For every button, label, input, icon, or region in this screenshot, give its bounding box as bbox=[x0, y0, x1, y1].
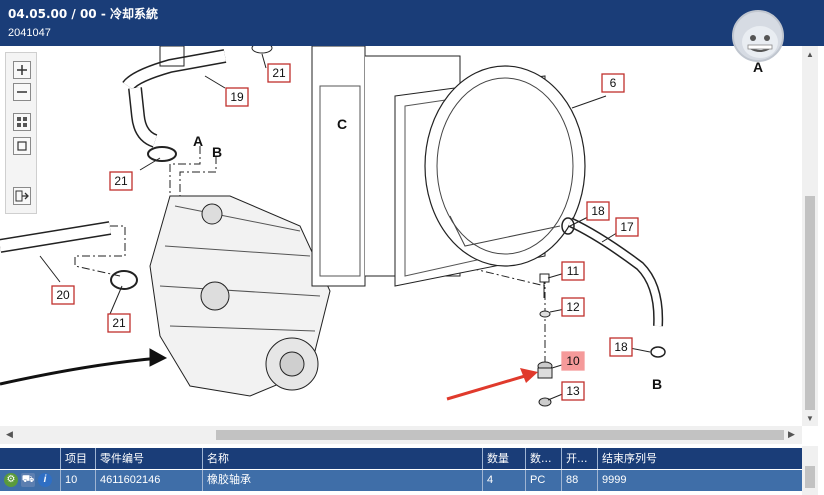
highlight-arrow bbox=[446, 368, 538, 401]
gear-icon[interactable]: ⚙ bbox=[4, 473, 18, 487]
callout-label: 21 bbox=[272, 66, 286, 80]
horizontal-scrollbar[interactable]: ◀ ▶ bbox=[0, 426, 802, 444]
info-icon[interactable]: i bbox=[38, 473, 52, 487]
drawing-letter-b: B bbox=[212, 144, 222, 160]
callout-label: 18 bbox=[614, 340, 628, 354]
col-header-part-number[interactable]: 零件编号 bbox=[95, 448, 202, 469]
cell-unit: PC bbox=[525, 470, 561, 491]
export-button[interactable] bbox=[13, 187, 31, 205]
scroll-down-icon[interactable]: ▼ bbox=[806, 414, 814, 423]
horizontal-scroll-thumb[interactable] bbox=[216, 430, 784, 440]
callout-11[interactable]: 11 bbox=[561, 261, 585, 281]
zoom-out-icon bbox=[17, 91, 27, 93]
table-scroll-thumb[interactable] bbox=[805, 466, 815, 488]
drawing-letter-b2: B bbox=[652, 376, 662, 392]
zoom-in-button[interactable] bbox=[13, 61, 31, 79]
callout-box bbox=[615, 217, 639, 237]
callout-13[interactable]: 13 bbox=[561, 381, 585, 401]
col-header-qty[interactable]: 数量 bbox=[482, 448, 525, 469]
callout-label: 10 bbox=[566, 354, 580, 368]
cart-icon[interactable]: ⛟ bbox=[21, 473, 35, 487]
col-header-icons bbox=[0, 448, 60, 469]
callout-label: 11 bbox=[567, 264, 580, 278]
callout-label: 21 bbox=[114, 174, 128, 188]
cell-name: 橡胶轴承 bbox=[202, 470, 482, 491]
zoom-in-icon bbox=[17, 65, 27, 75]
callout-box bbox=[561, 351, 585, 371]
actual-size-button[interactable] bbox=[13, 137, 31, 155]
avatar-widget[interactable]: A bbox=[730, 10, 786, 75]
scroll-left-icon[interactable]: ◀ bbox=[6, 429, 13, 439]
col-header-name[interactable]: 名称 bbox=[202, 448, 482, 469]
callout-6[interactable]: 6 bbox=[601, 73, 625, 93]
callout-box bbox=[561, 261, 585, 281]
drawing-letter-a: A bbox=[193, 133, 203, 149]
table-row[interactable]: ⚙ ⛟ i 10 4611602146 橡胶轴承 4 PC 88 9999 bbox=[0, 470, 818, 491]
cell-part-number: 4611602146 bbox=[95, 470, 202, 491]
callout-box bbox=[561, 381, 585, 401]
page-subtitle: 2041047 bbox=[8, 27, 51, 39]
callout-label: 20 bbox=[56, 288, 70, 302]
callout-17[interactable]: 17 bbox=[615, 217, 639, 237]
scroll-up-icon[interactable]: ▲ bbox=[806, 50, 814, 59]
callout-box bbox=[586, 201, 610, 221]
callout-18[interactable]: 18 bbox=[609, 337, 633, 357]
scroll-right-icon[interactable]: ▶ bbox=[788, 429, 795, 439]
export-arrow-icon bbox=[15, 190, 29, 202]
callout-label: 13 bbox=[566, 384, 580, 398]
callout-18[interactable]: 18 bbox=[586, 201, 610, 221]
avatar-face-icon bbox=[742, 26, 778, 58]
callout-box bbox=[51, 285, 75, 305]
callout-label: 21 bbox=[112, 316, 126, 330]
callout-label: 18 bbox=[591, 204, 605, 218]
callout-box bbox=[561, 297, 585, 317]
page-title: 04.05.00 / 00 - 冷却系統 bbox=[8, 7, 158, 21]
callout-19[interactable]: 19 bbox=[225, 87, 249, 107]
callout-box bbox=[267, 63, 291, 83]
col-header-item[interactable]: 项目 bbox=[60, 448, 95, 469]
callout-21[interactable]: 21 bbox=[109, 171, 133, 191]
callout-box bbox=[107, 313, 131, 333]
callout-box bbox=[609, 337, 633, 357]
callout-21[interactable]: 21 bbox=[107, 313, 131, 333]
avatar[interactable] bbox=[732, 10, 784, 62]
col-header-unit[interactable]: 数... bbox=[525, 448, 561, 469]
callout-20[interactable]: 20 bbox=[51, 285, 75, 305]
zoom-toolbar bbox=[5, 52, 37, 214]
callout-label: 17 bbox=[620, 220, 634, 234]
callout-21[interactable]: 21 bbox=[267, 63, 291, 83]
col-header-end-serial[interactable]: 结束序列号 bbox=[597, 448, 802, 469]
table-scrollbar[interactable] bbox=[802, 446, 818, 495]
parts-table: 项目 零件编号 名称 数量 数... 开... 结束序列号 ⚙ ⛟ i 10 4… bbox=[0, 446, 818, 495]
callout-label: 12 bbox=[566, 300, 580, 314]
col-header-start[interactable]: 开... bbox=[561, 448, 597, 469]
avatar-label: A bbox=[752, 59, 764, 75]
vertical-scrollbar[interactable]: ▲ ▼ bbox=[802, 46, 818, 426]
callout-label: 19 bbox=[230, 90, 244, 104]
vertical-scroll-thumb[interactable] bbox=[805, 196, 815, 410]
callout-box bbox=[225, 87, 249, 107]
callout-10[interactable]: 10 bbox=[561, 351, 585, 371]
callout-12[interactable]: 12 bbox=[561, 297, 585, 317]
header-bar: 04.05.00 / 00 - 冷却系統 2041047 bbox=[0, 0, 824, 46]
callout-box bbox=[601, 73, 625, 93]
cell-end-serial: 9999 bbox=[597, 470, 802, 491]
grid-icon bbox=[17, 117, 27, 127]
square-icon bbox=[17, 141, 27, 151]
row-icons-cell: ⚙ ⛟ i bbox=[0, 470, 60, 491]
zoom-out-button[interactable] bbox=[13, 83, 31, 101]
table-header: 项目 零件编号 名称 数量 数... 开... 结束序列号 bbox=[0, 448, 818, 469]
callout-label: 6 bbox=[610, 76, 617, 90]
exploded-drawing: A B C B 19 21 21 21 20 6 18 17 11 12 10 13 18 bbox=[0, 46, 666, 407]
cell-start: 88 bbox=[561, 470, 597, 491]
callout-box bbox=[109, 171, 133, 191]
fit-page-button[interactable] bbox=[13, 113, 31, 131]
drawing-viewport[interactable]: A B C B 19 21 21 21 20 6 18 17 11 12 10 13 18 bbox=[0, 46, 818, 426]
cell-item: 10 bbox=[60, 470, 95, 491]
drawing-letter-c: C bbox=[337, 116, 347, 132]
cell-qty: 4 bbox=[482, 470, 525, 491]
